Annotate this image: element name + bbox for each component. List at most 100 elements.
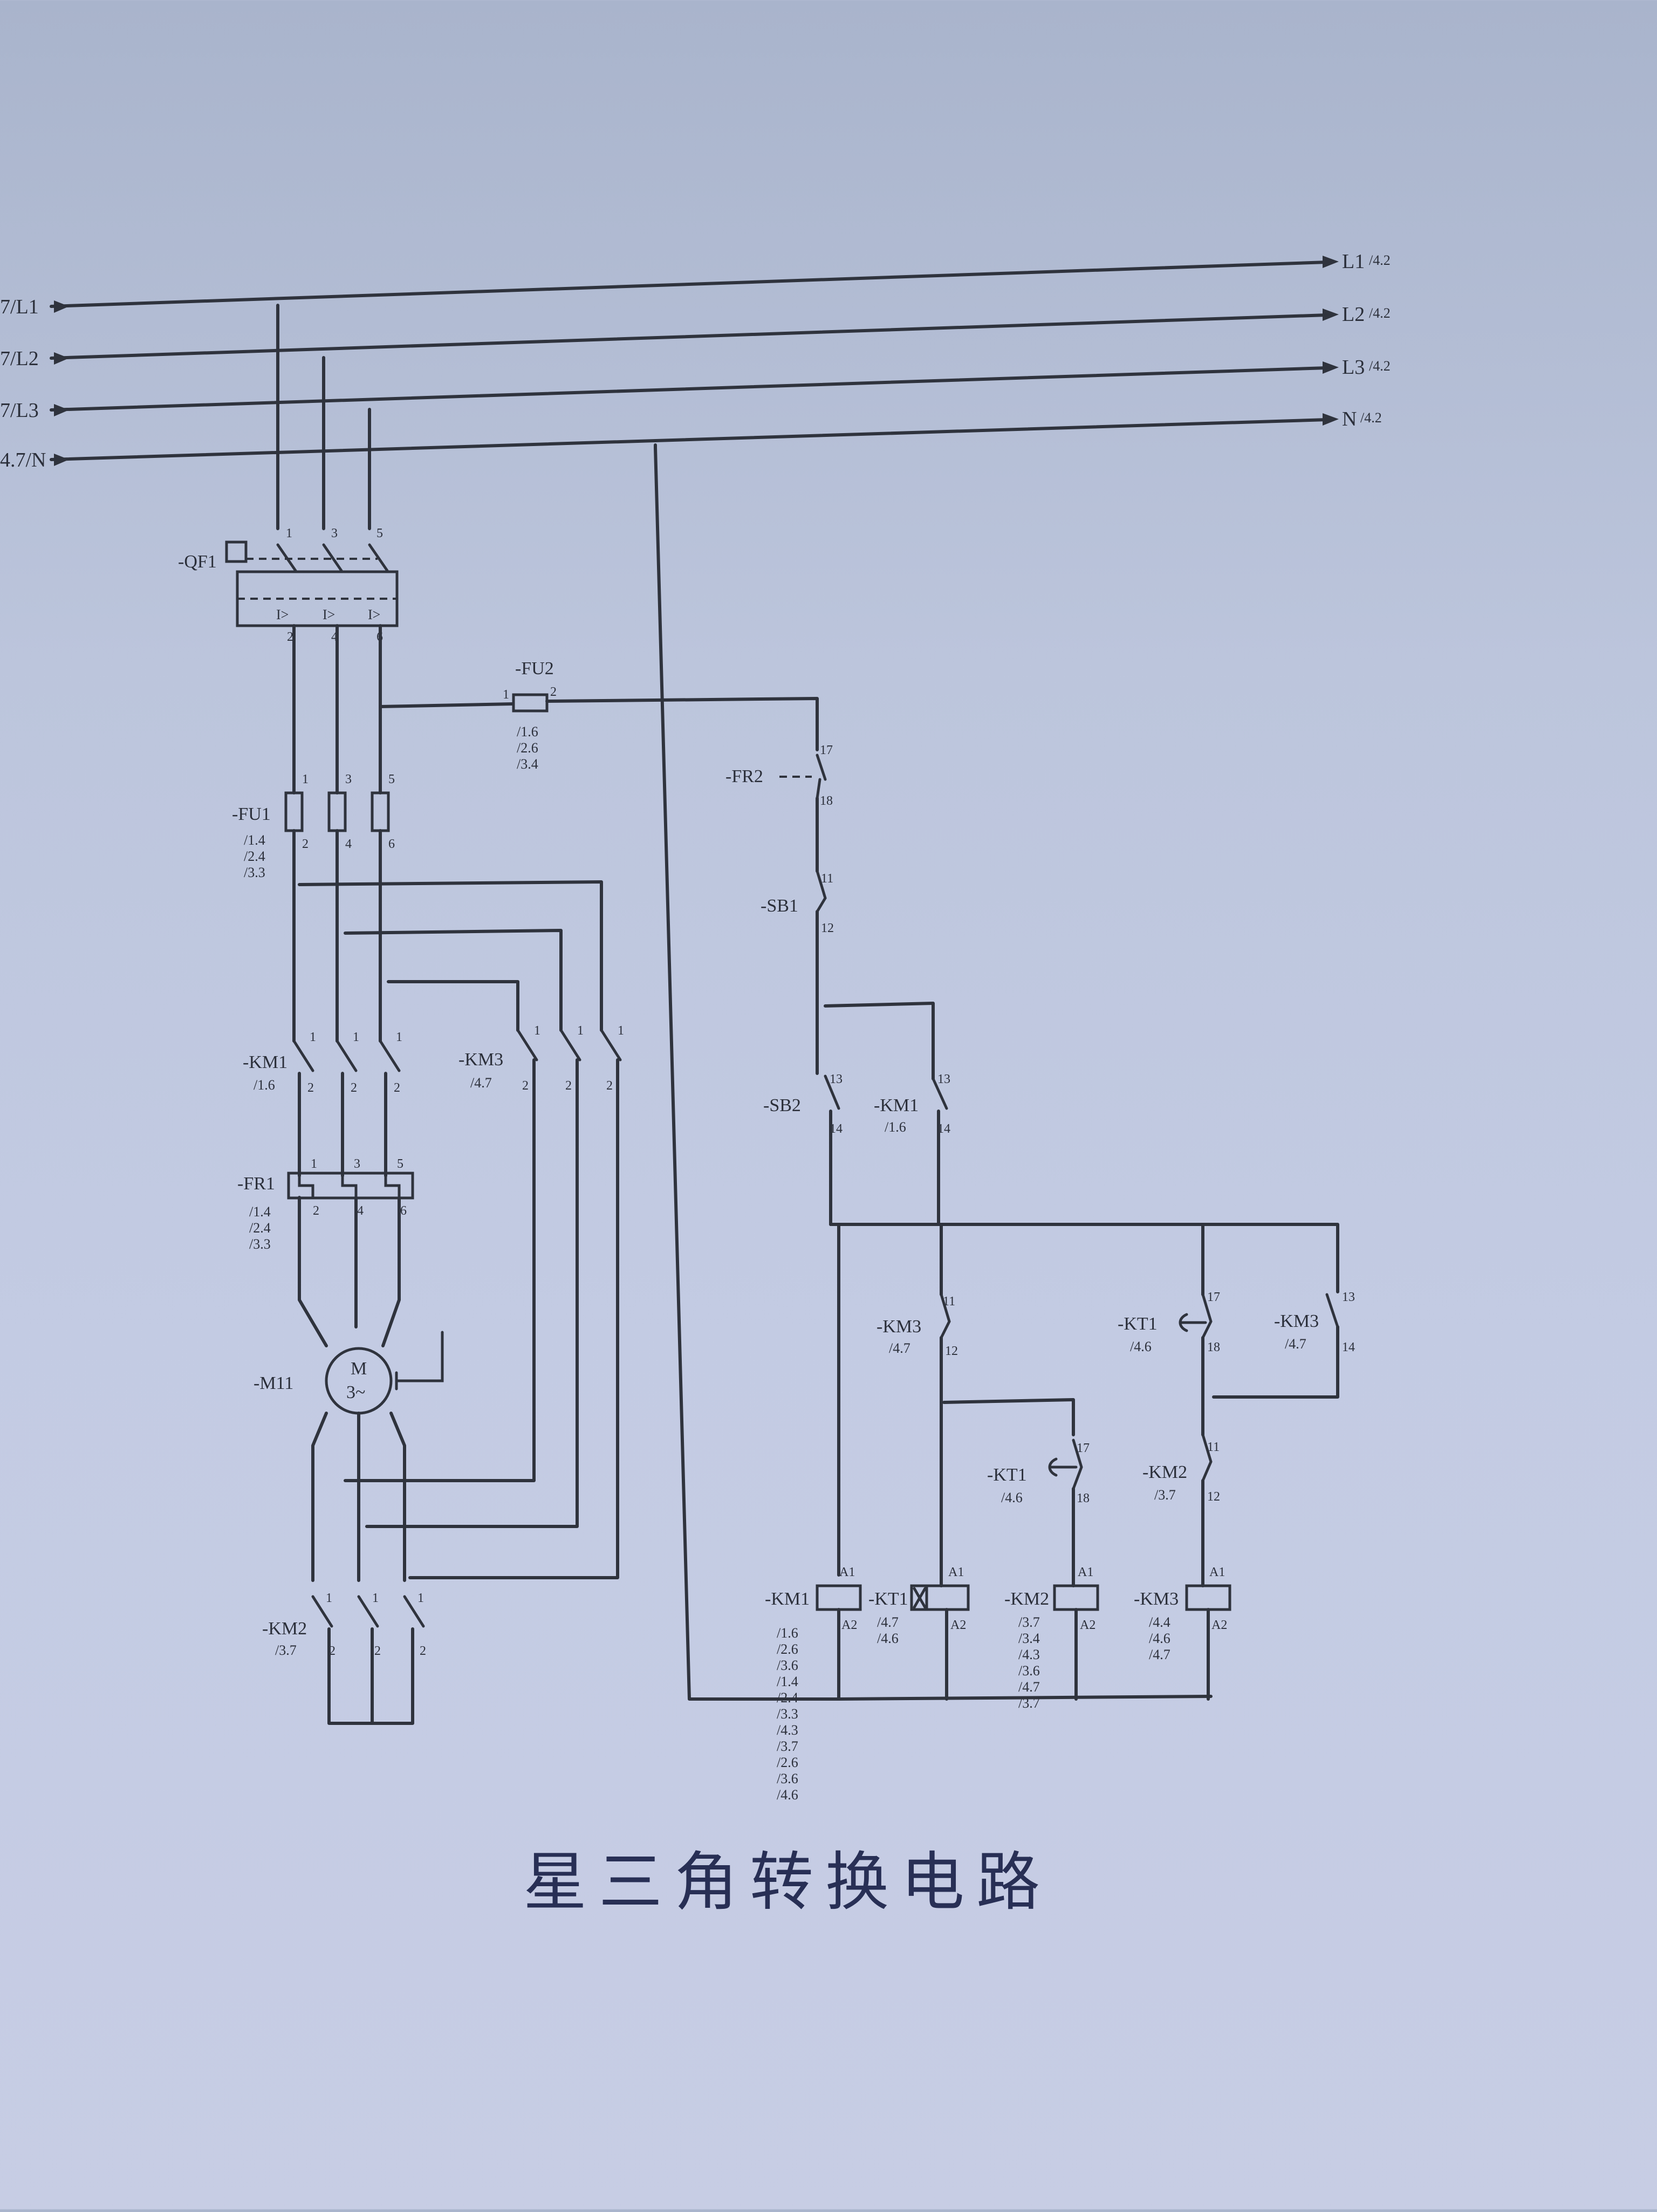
coil-km2-ref: /3.6 (1018, 1663, 1040, 1679)
kt1-nc-tag: -KT1 (987, 1465, 1027, 1485)
fu1-pin: 2 (302, 837, 309, 851)
coil-km1-ref: /4.3 (777, 1722, 798, 1738)
fu2-pin: 1 (503, 688, 509, 702)
arrow-icon (1323, 413, 1339, 426)
coil-kt1-ref: /4.6 (877, 1631, 899, 1646)
bus-label-n-right: N (1342, 408, 1357, 430)
bus-label-l2-left: 7/L2 (0, 347, 39, 370)
timer-coil-icon (910, 1584, 970, 1611)
arrow-icon (54, 352, 69, 365)
qf1-trip: I> (276, 607, 289, 622)
kt1-no-ref: /4.6 (1130, 1339, 1152, 1354)
bus-ref-l1: /4.2 (1369, 252, 1391, 268)
fu2-tag: -FU2 (515, 659, 554, 679)
bus-label-l3-left: 7/L3 (0, 399, 39, 422)
fr1-ref: /3.3 (249, 1236, 271, 1252)
m11-tag: -M11 (254, 1373, 293, 1393)
motor-phase: 3~ (346, 1382, 365, 1402)
bus-label-n-left: 4.7/N (0, 449, 46, 471)
km3-pin: 1 (534, 1024, 540, 1038)
fr1-pin: 6 (400, 1204, 407, 1218)
bus-l1 (50, 261, 1329, 308)
coil-km1-ref: /1.4 (777, 1674, 798, 1689)
km2-tag: -KM2 (262, 1619, 307, 1639)
coil-km2-a1: A1 (1078, 1565, 1093, 1579)
coil-icon (1053, 1584, 1099, 1611)
earth-icon (395, 1331, 444, 1391)
sb1-tag: -SB1 (761, 896, 798, 916)
thermal-contact-icon (816, 754, 827, 800)
fu1-tag: -FU1 (232, 804, 271, 824)
bus-label-l3-right: L3 (1342, 356, 1365, 379)
coil-icon (1185, 1584, 1231, 1611)
km1-pin: 1 (396, 1030, 402, 1044)
coil-km3-ref: /4.6 (1149, 1631, 1170, 1646)
km2-ref: /3.7 (275, 1642, 297, 1658)
km1-aux-pin: 13 (937, 1072, 950, 1086)
coil-km1-ref: /2.6 (777, 1755, 798, 1770)
sb2-pin: 13 (830, 1072, 843, 1086)
fu1-ref: /2.4 (244, 848, 265, 864)
km3-nc-ref: /4.7 (889, 1340, 910, 1356)
fr2-pin: 17 (820, 743, 833, 757)
coil-km1-ref: /2.6 (777, 1641, 798, 1657)
km3-pin: 2 (606, 1079, 613, 1093)
km3-pin: 2 (565, 1079, 572, 1093)
coil-km1-ref: /3.3 (777, 1706, 798, 1722)
km2-pin: 2 (420, 1644, 426, 1658)
km2-pin: 1 (326, 1591, 332, 1605)
fr1-pin: 3 (354, 1157, 360, 1171)
sb2-tag: -SB2 (763, 1095, 801, 1115)
km3-nc-pin: 11 (943, 1295, 955, 1309)
fuse-icon (371, 791, 390, 832)
sb1-pin: 12 (821, 921, 834, 935)
coil-km1-tag: -KM1 (765, 1589, 810, 1609)
qf1-pin: 5 (376, 526, 383, 540)
coil-km2-ref: /4.3 (1018, 1647, 1040, 1662)
motor-m: M (351, 1359, 367, 1379)
power-circuit: -QF1 1 3 5 I> I> I> 2 4 6 -FU1 1 3 5 2 4… (178, 304, 624, 1725)
fr1-ref: /2.4 (249, 1220, 271, 1236)
timer-delay-icon (1048, 1457, 1078, 1477)
km2-nc-pin: 12 (1207, 1490, 1220, 1504)
qf1-trip: I> (368, 607, 380, 622)
stop-button-icon (816, 869, 827, 913)
coil-km2-a2: A2 (1080, 1618, 1095, 1632)
fr1-pin: 1 (311, 1157, 317, 1171)
sb1-pin: 11 (821, 872, 833, 886)
km3-pin: 1 (577, 1024, 584, 1038)
km1-aux-ref: /1.6 (885, 1119, 906, 1135)
fu1-ref: /1.4 (244, 832, 265, 848)
thermal-relay-icon (298, 1174, 401, 1199)
arrow-icon (54, 404, 69, 416)
qf1-pin: 1 (286, 526, 292, 540)
coil-icon (816, 1584, 862, 1611)
fr1-pin: 4 (357, 1204, 364, 1218)
coil-km3-a2: A2 (1211, 1618, 1227, 1632)
km3-pin: 1 (618, 1024, 624, 1038)
qf1-tag: -QF1 (178, 552, 217, 572)
fuse-icon (284, 791, 304, 832)
kt1-no-pin: 18 (1207, 1340, 1220, 1354)
km3-no-pin: 14 (1342, 1340, 1355, 1354)
km3-ref: /4.7 (470, 1075, 492, 1091)
nc-contact-icon (940, 1293, 951, 1339)
arrow-icon (54, 454, 69, 466)
arrow-icon (1323, 256, 1339, 268)
fr1-pin: 2 (313, 1204, 319, 1218)
fu1-pin: 6 (388, 837, 395, 851)
km1-pin: 1 (310, 1030, 316, 1044)
main-buses (50, 256, 1339, 466)
bus-n (50, 418, 1329, 461)
nc-contact-icon (1201, 1433, 1213, 1482)
km1-tag: -KM1 (243, 1052, 287, 1072)
fu2-ref: /3.4 (517, 756, 538, 772)
bus-label-l2-right: L2 (1342, 303, 1365, 326)
coil-km1-ref: /3.7 (777, 1738, 798, 1754)
kt1-nc-ref: /4.6 (1001, 1490, 1023, 1505)
arrow-icon (1323, 309, 1339, 321)
fu1-pin: 1 (302, 772, 309, 786)
bus-ref-l2: /4.2 (1369, 305, 1391, 321)
